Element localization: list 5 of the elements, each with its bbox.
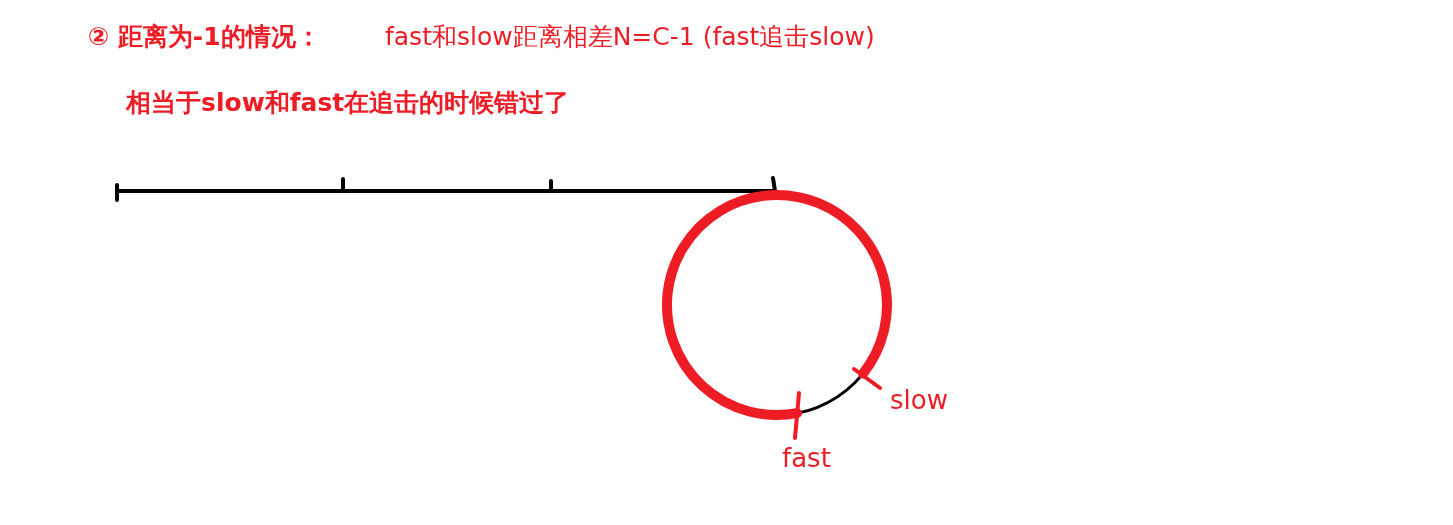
heading-text: ② 距离为-1的情况： [88, 22, 321, 52]
note-text: 相当于slow和fast在追击的时候错过了 [126, 88, 570, 118]
heading-text: fast和slow距离相差N=C-1 (fast追击slow) [385, 22, 875, 52]
pointer-label: fast [782, 443, 831, 475]
pointer-label: slow [890, 385, 948, 417]
